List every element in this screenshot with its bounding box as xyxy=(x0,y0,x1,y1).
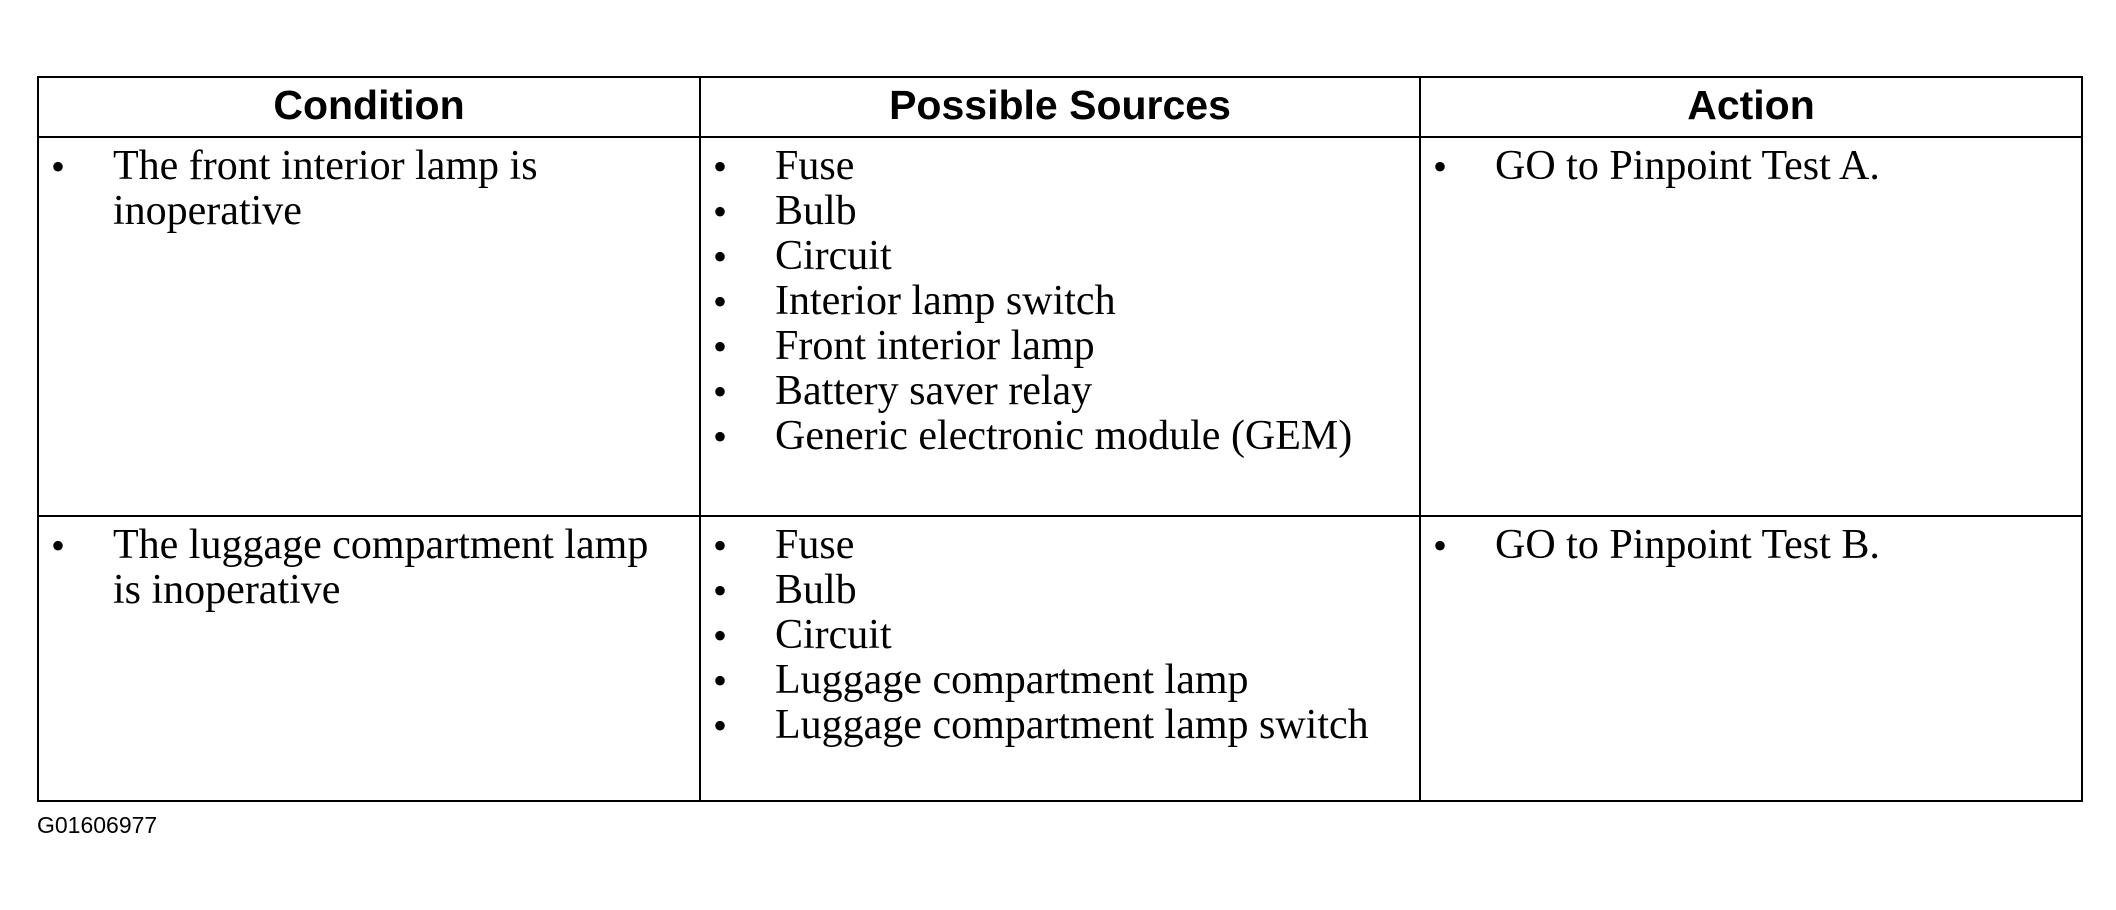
list-item: Bulb xyxy=(701,568,1419,614)
condition-cell: The front interior lamp is inoperative xyxy=(37,136,701,517)
list-item: The luggage compartment lamp is inoperat… xyxy=(39,523,699,613)
list-item: GO to Pinpoint Test B. xyxy=(1421,523,2081,569)
list-item: Fuse xyxy=(701,144,1419,190)
diagnosis-table: Condition Possible Sources Action The fr… xyxy=(37,76,2083,802)
action-list: GO to Pinpoint Test A. xyxy=(1421,144,2081,190)
list-item: Bulb xyxy=(701,189,1419,235)
sources-list: Fuse Bulb Circuit Luggage compartment la… xyxy=(701,523,1419,749)
condition-cell: The luggage compartment lamp is inoperat… xyxy=(37,515,701,802)
list-item: The front interior lamp is inoperative xyxy=(39,144,699,234)
list-item: Circuit xyxy=(701,613,1419,659)
list-item: Generic electronic module (GEM) xyxy=(701,414,1419,460)
list-item: Front interior lamp xyxy=(701,324,1419,370)
figure-id: G01606977 xyxy=(37,812,158,838)
sources-cell: Fuse Bulb Circuit Luggage compartment la… xyxy=(699,515,1421,802)
list-item: Luggage compartment lamp switch xyxy=(701,703,1419,749)
header-condition: Condition xyxy=(37,76,701,138)
list-item: GO to Pinpoint Test A. xyxy=(1421,144,2081,190)
list-item: Circuit xyxy=(701,234,1419,280)
list-item: Fuse xyxy=(701,523,1419,569)
sources-cell: Fuse Bulb Circuit Interior lamp switch F… xyxy=(699,136,1421,517)
condition-list: The luggage compartment lamp is inoperat… xyxy=(39,523,699,613)
document-page: Condition Possible Sources Action The fr… xyxy=(37,76,2083,802)
table-header-row: Condition Possible Sources Action xyxy=(37,76,2083,138)
header-possible-sources: Possible Sources xyxy=(699,76,1421,138)
list-item: Battery saver relay xyxy=(701,369,1419,415)
condition-list: The front interior lamp is inoperative xyxy=(39,144,699,234)
table-row: The front interior lamp is inoperative F… xyxy=(37,136,2083,517)
action-cell: GO to Pinpoint Test B. xyxy=(1419,515,2083,802)
list-item: Interior lamp switch xyxy=(701,279,1419,325)
table-row: The luggage compartment lamp is inoperat… xyxy=(37,515,2083,802)
action-cell: GO to Pinpoint Test A. xyxy=(1419,136,2083,517)
list-item: Luggage compartment lamp xyxy=(701,658,1419,704)
sources-list: Fuse Bulb Circuit Interior lamp switch F… xyxy=(701,144,1419,460)
action-list: GO to Pinpoint Test B. xyxy=(1421,523,2081,569)
header-action: Action xyxy=(1419,76,2083,138)
